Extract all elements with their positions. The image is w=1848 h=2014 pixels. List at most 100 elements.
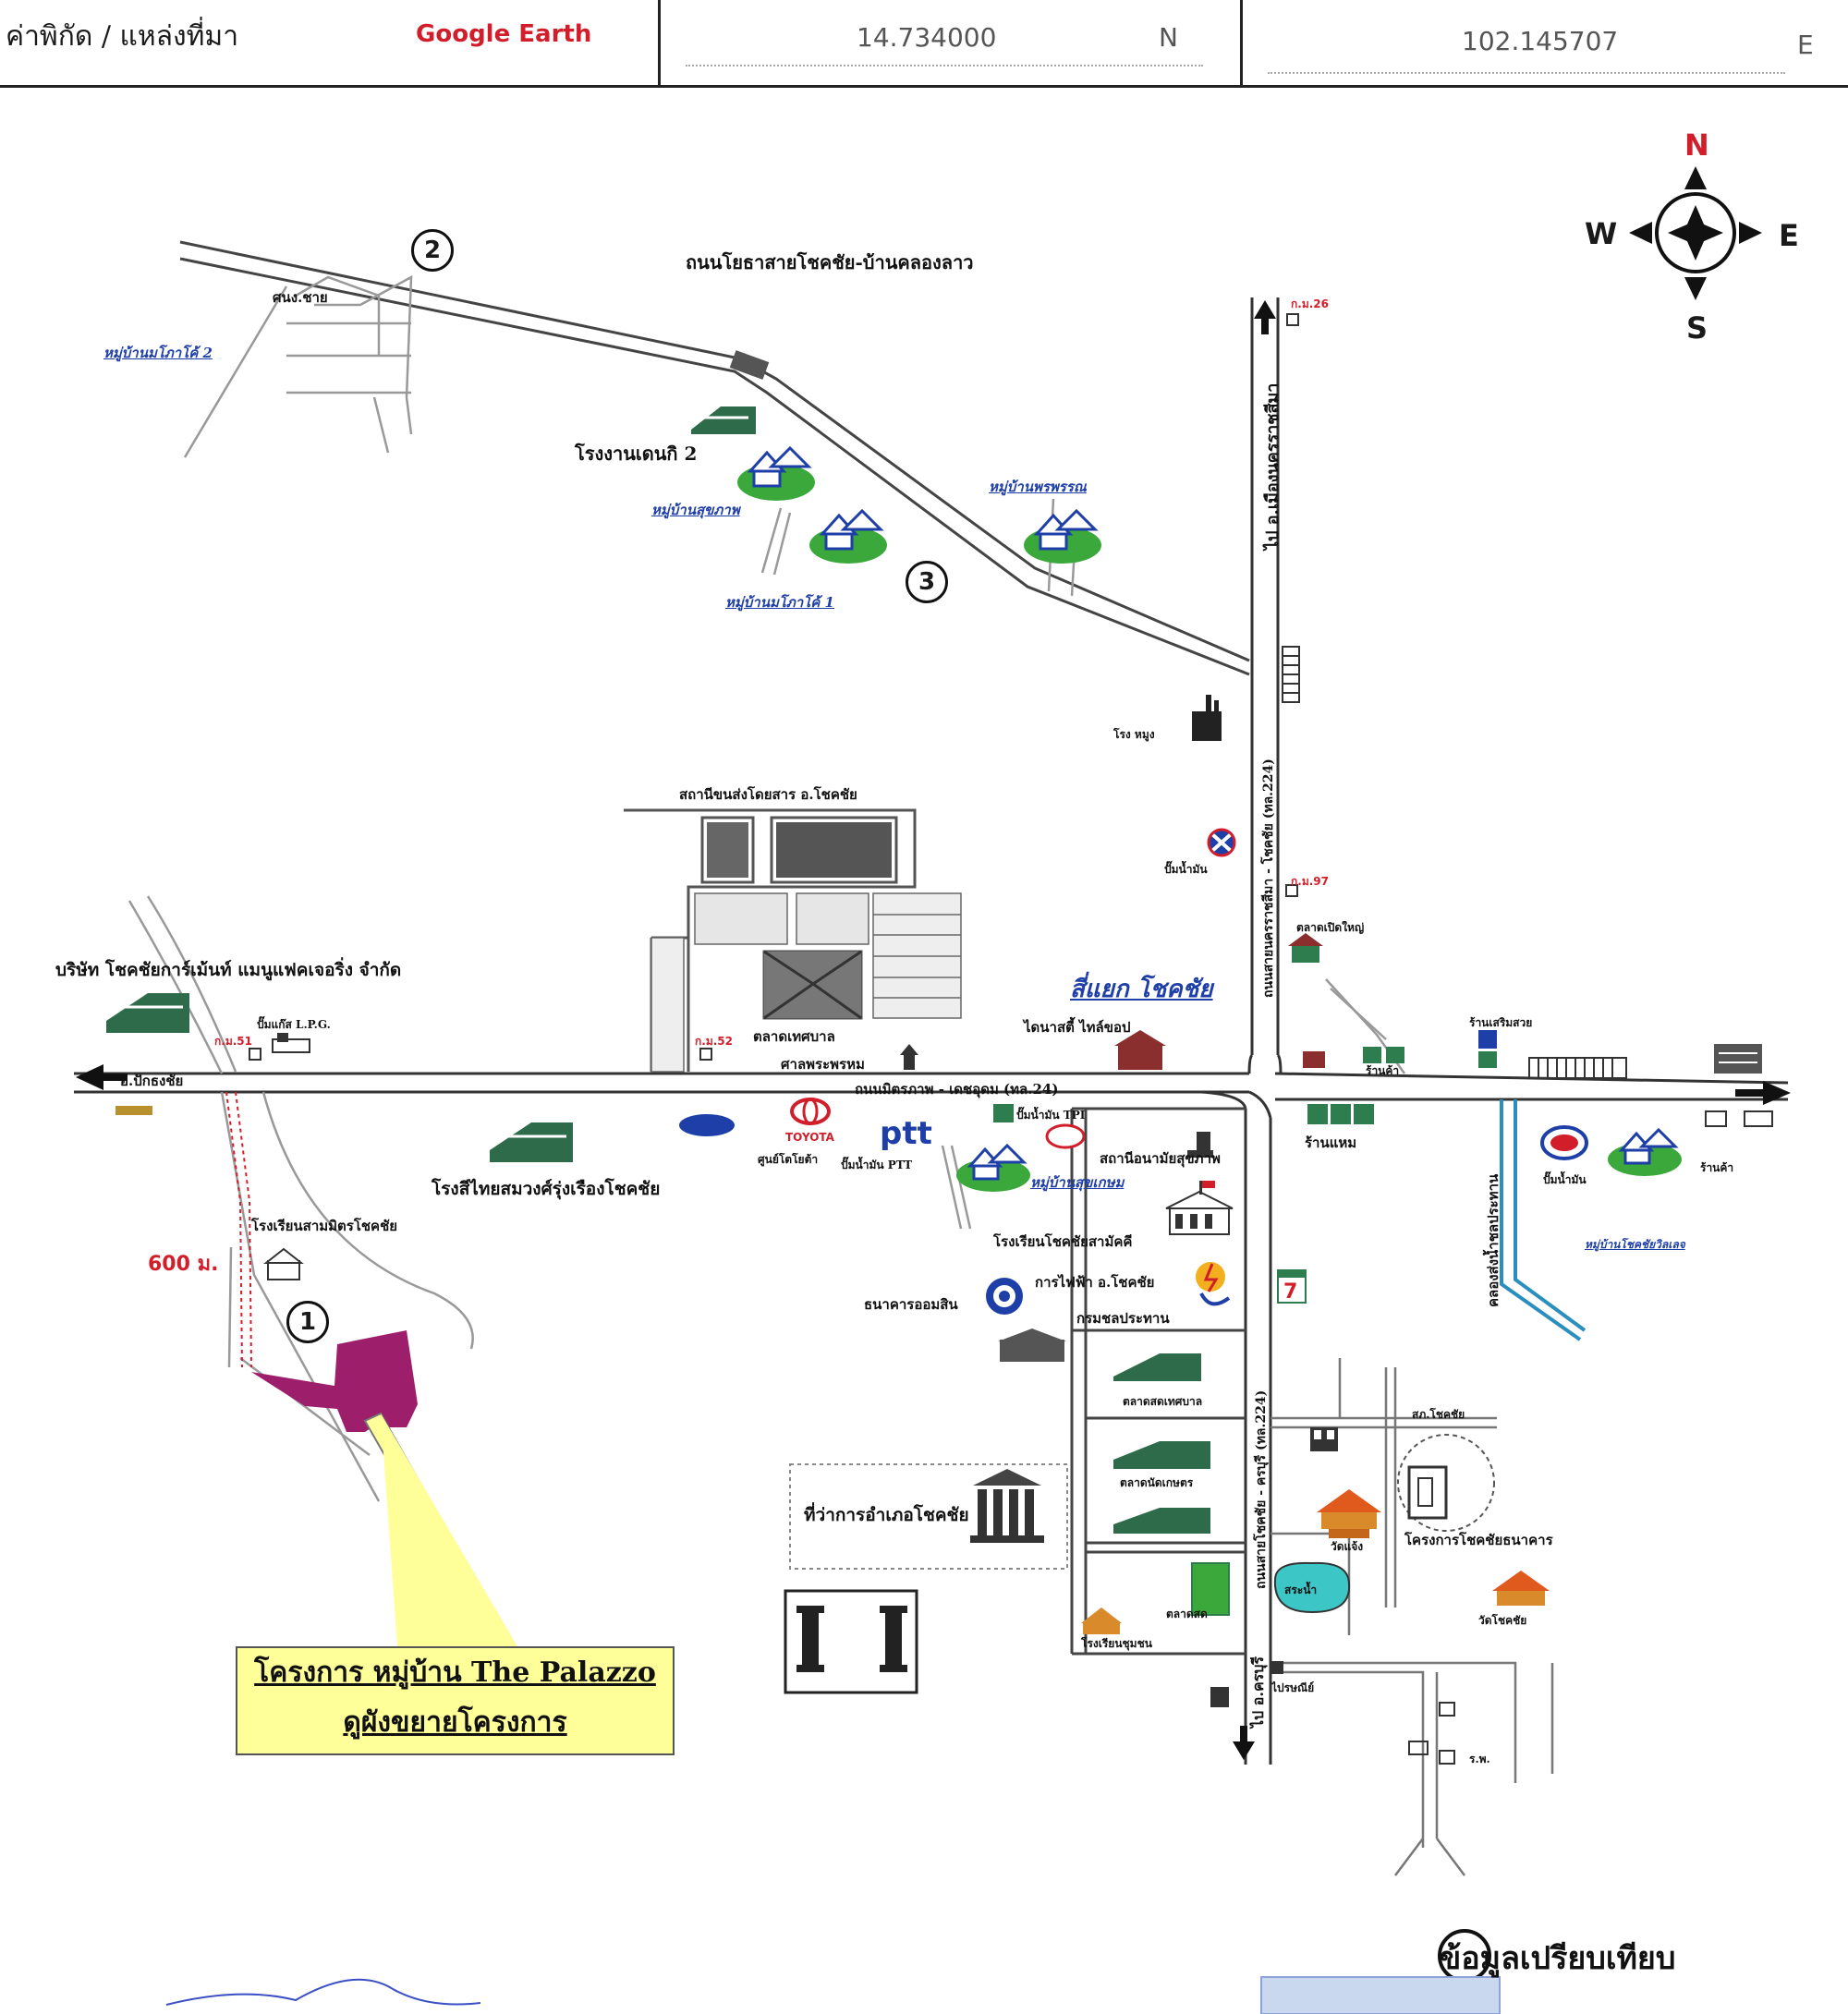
- northern-road-label: ถนนโยธาสายโชคชัย-บ้านคลองลาว: [686, 251, 974, 273]
- bank-label: ธนาคารออมสิน: [864, 1296, 958, 1313]
- east-arrow-icon: [1735, 1081, 1791, 1105]
- pump-station-label: ปั๊มน้ำมัน: [1164, 863, 1208, 876]
- svg-text:7: 7: [1283, 1280, 1297, 1304]
- rice-mill-label: โรงสีไทยสมวงศ์รุ่งเรืองโชคชัย: [432, 1179, 661, 1199]
- road-to-korat-label: ไป อ.เมืองนครราชสีมา: [1263, 382, 1283, 550]
- bank-icon: [986, 1278, 1023, 1315]
- longitude-dotted-line: [1268, 72, 1785, 74]
- temple-icon: [1492, 1571, 1550, 1606]
- toyota-brand-text: TOYOTA: [785, 1131, 835, 1144]
- project-site-parcel: [251, 1330, 418, 1432]
- village-pornpan-label: หมู่บ้านพรพรรณ: [989, 479, 1087, 495]
- longitude-direction: E: [1797, 30, 1814, 60]
- post-office-icon: [1270, 1661, 1283, 1674]
- toyota-center-label: ศูนย์โตโยต้า: [758, 1153, 819, 1166]
- shrine-brahma-icon: [900, 1044, 918, 1070]
- legend-comparison-label: ข้อมูลเปรียบเทียบ: [1440, 1940, 1676, 1977]
- village-mapro2-label: หมู่บ้านมโภาโค้ 2: [103, 345, 213, 361]
- bus-bays: [650, 892, 962, 1073]
- electricity-icon: [1196, 1262, 1231, 1306]
- latitude-value: 14.734000: [857, 22, 997, 53]
- shop-icon: [1705, 1110, 1773, 1127]
- km-marker-icon: [249, 1048, 261, 1061]
- village-icon: [1608, 1127, 1682, 1176]
- small-building-icon: [1363, 1047, 1404, 1063]
- project-callout[interactable]: โครงการ หมู่บ้าน The Palazzo ดูผังขยายโค…: [236, 1646, 675, 1755]
- hospital-label: ร.พ.: [1469, 1753, 1490, 1765]
- big-market-label: ตลาดเปิดใหญ่: [1296, 921, 1365, 934]
- village-icon: [956, 1143, 1030, 1192]
- to-khonburi-label: ไป อ.ครบุรี: [1249, 1656, 1267, 1728]
- brahma-shrine-label: ศาลพระพรหม: [781, 1056, 865, 1073]
- lpg-station-icon: [272, 1033, 310, 1053]
- coord-source-cell: ค่าพิกัด / แหล่งที่มา Google Earth: [0, 0, 661, 85]
- chokchai-project-label: โครงการโชคชัยธนาคาร: [1404, 1532, 1553, 1548]
- shophouse-row-icon: [1528, 1057, 1627, 1079]
- agri-market-label: ตลาดนัดเกษตร: [1120, 1476, 1194, 1489]
- school-sm-label: โรงเรียนชุมชน: [1081, 1637, 1152, 1650]
- ptt-pump-label: ปั๊มน้ำมัน PTT: [841, 1159, 913, 1171]
- factory-icon: [691, 406, 756, 434]
- km97-label: ก.ม.97: [1291, 875, 1329, 888]
- compass-south-label: S: [1686, 310, 1708, 346]
- ptt-logo-text: ptt: [880, 1115, 932, 1152]
- school-icon: [1165, 1181, 1234, 1235]
- temple-icon: [1317, 1489, 1381, 1538]
- marker-2: 2: [411, 229, 454, 272]
- sanong-chai-label: ศนง.ชาย: [273, 289, 328, 306]
- compass-west-label: W: [1585, 216, 1618, 251]
- longitude-value: 102.145707: [1462, 26, 1619, 56]
- source-name: Google Earth: [416, 20, 592, 48]
- gov-icon: [1310, 1427, 1338, 1451]
- district-office-label: ที่ว่าการอำเภอโชคชัย: [804, 1505, 969, 1525]
- village-sukkasem-label: หมู่บ้านสุขเกษม: [1030, 1174, 1125, 1191]
- main-road-label: ถนนมิตรภาพ - เดชอุดม (ทล.24): [855, 1081, 1059, 1098]
- road-south-label: ถนนสายโชคชัย - ครบุรี (ทล.224): [1254, 1389, 1269, 1589]
- municipal-market-label: ตลาดเทศบาล: [753, 1028, 835, 1045]
- hospital-icon: [1408, 1702, 1455, 1765]
- shophouse-row-icon: [1714, 1044, 1762, 1074]
- intersection-label: สี่แยก โชคชัย: [1070, 976, 1213, 1003]
- minor-roads: [128, 274, 1406, 1502]
- esso-logo-icon: [1540, 1125, 1588, 1160]
- market-roof: [763, 950, 862, 1020]
- legend-scale-icon: [784, 1589, 918, 1694]
- temple2-label: วัดโชคชัย: [1478, 1614, 1527, 1627]
- shrine-icon: [1081, 1608, 1122, 1634]
- electricity-label: การไฟฟ้า อ.โชคชัย: [1035, 1274, 1155, 1291]
- small-factory-label: โรง หมูง: [1113, 728, 1155, 741]
- warehouse-icon: [1113, 1508, 1210, 1534]
- compass-east-label: E: [1779, 218, 1799, 253]
- gov-office-label: กรมชลประทาน: [1076, 1310, 1170, 1327]
- km-marker-icon: [699, 1048, 712, 1061]
- local-shop-label: ร้านค้า: [1366, 1064, 1400, 1077]
- restaurant-label: ร้านแหม: [1305, 1134, 1357, 1151]
- callout-expanded-plan[interactable]: ดูผังขยายโครงการ: [343, 1706, 567, 1739]
- km26-label: ก.ม.26: [1291, 297, 1329, 310]
- building-block: [776, 822, 892, 878]
- village-sukapap-label: หมู่บ้านสุขภาพ: [651, 502, 740, 518]
- district-office-box: [789, 1463, 1068, 1570]
- canal-label: คลองส่งน้ำชลประทาน: [1485, 1173, 1502, 1307]
- project-building-icon: [1397, 1434, 1495, 1532]
- small-building-icon: [1303, 1051, 1325, 1068]
- restaurant-icon: [1307, 1104, 1374, 1124]
- police-icon: [1210, 1687, 1229, 1707]
- coord-label: ค่าพิกัด / แหล่งที่มา: [6, 20, 239, 53]
- bus-station-label: สถานีขนส่งโดยสาร อ.โชคชัย: [679, 786, 857, 803]
- factory-chimney-icon: [1192, 695, 1222, 741]
- police-label: สภ.โชคชัย: [1412, 1408, 1465, 1421]
- shophouse-row-icon: [1282, 646, 1300, 703]
- callout-project-name: โครงการ หมู่บ้าน The Palazzo: [254, 1656, 656, 1689]
- stamp-block: [1260, 1976, 1501, 2014]
- village-mapro1-label: หมู่บ้านมโภาโค้ 1: [725, 594, 834, 611]
- longitude-cell: 102.145707 E: [1240, 0, 1848, 85]
- fresh-market-label: ตลาดสดเทศบาล: [1123, 1395, 1203, 1408]
- west-direction-label: อ.ปักธงชัย: [120, 1073, 184, 1089]
- shop1-label: ร้านค้า: [1700, 1161, 1734, 1174]
- car-brand-icon: [116, 1106, 152, 1115]
- village-icon: [809, 508, 887, 564]
- pond-icon: [1273, 1561, 1351, 1614]
- south-arrow-road-icon: [1233, 1726, 1255, 1760]
- village-icon: [737, 445, 815, 501]
